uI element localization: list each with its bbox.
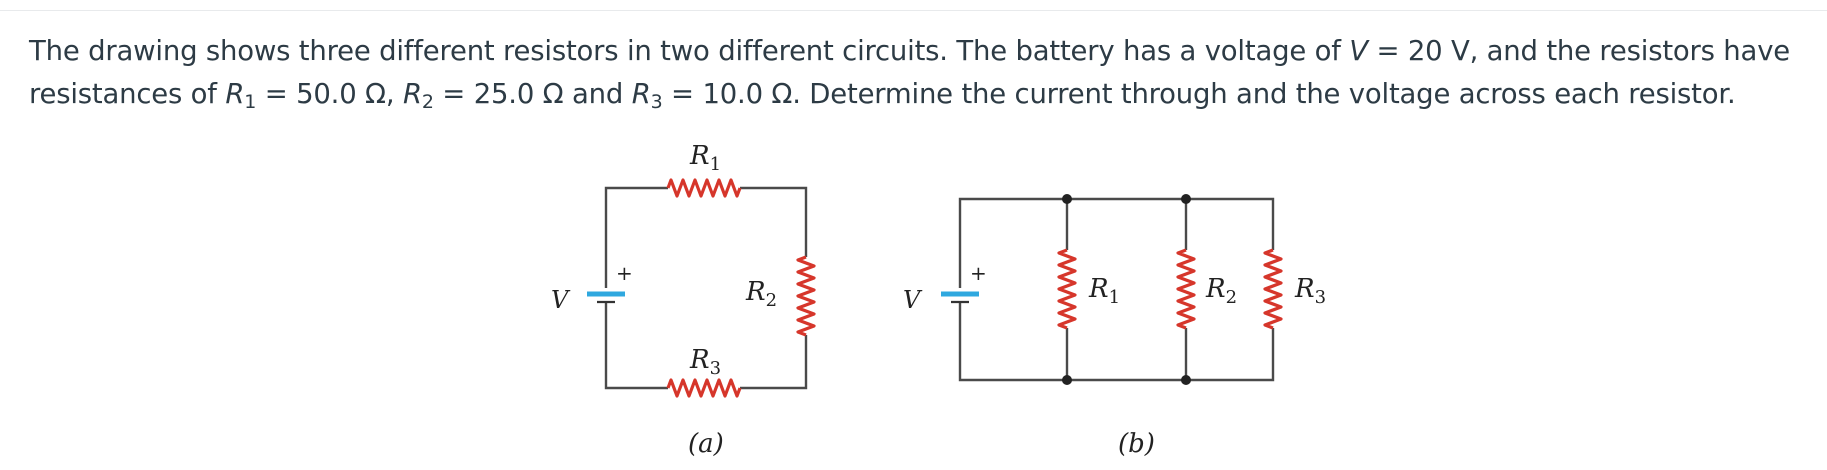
circuit-b-r1-label: R1 (1088, 274, 1120, 308)
circuit-b-wires (958, 197, 1275, 382)
top-divider (0, 10, 1827, 11)
junction-dot (1181, 375, 1191, 385)
circuit-a-r1-label: R1 (689, 141, 721, 175)
circuit-a-r2-label: R2 (745, 277, 777, 311)
circuit-b-r3-label: R3 (1294, 274, 1326, 308)
circuit-a-caption: (a) (688, 429, 724, 459)
circuit-b-battery (941, 291, 979, 304)
junction-dot (1181, 194, 1191, 204)
circuit-a-r2-resistor (796, 255, 816, 337)
circuit-a-battery (587, 291, 625, 304)
circuit-a-r1-resistor (666, 178, 742, 198)
circuit-b-r1-resistor (1057, 248, 1077, 330)
circuit-b-r3-resistor (1263, 248, 1283, 330)
circuit-a-wires (604, 186, 808, 390)
junction-dot (1062, 375, 1072, 385)
circuit-b-r2-resistor (1176, 248, 1196, 330)
circuit-a: R1 R2 R3 V + (a) (551, 141, 816, 459)
circuit-a-v-label: V (551, 286, 571, 314)
question-text: The drawing shows three different resist… (29, 35, 1790, 113)
circuit-a-r3-label: R3 (689, 345, 721, 379)
circuit-b: R1 R2 R3 V + (b) (903, 194, 1326, 459)
circuit-b-v-label: V (903, 286, 923, 314)
circuit-a-plus-sign: + (616, 261, 633, 285)
circuit-b-r2-label: R2 (1205, 274, 1237, 308)
circuit-a-r3-resistor (666, 378, 742, 398)
circuit-b-caption: (b) (1118, 429, 1155, 459)
circuit-b-plus-sign: + (970, 261, 987, 285)
junction-dot (1062, 194, 1072, 204)
